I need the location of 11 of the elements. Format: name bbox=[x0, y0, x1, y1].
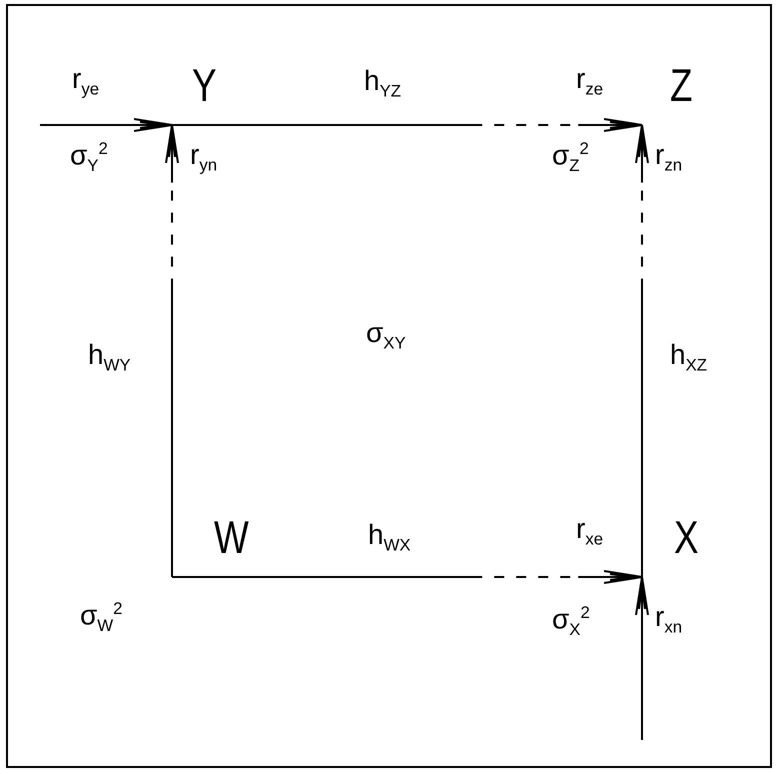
variable-label: r$_{xn}$ bbox=[655, 602, 682, 639]
variable-label: σ$_{XY}$ bbox=[366, 318, 406, 355]
point-letter: W bbox=[214, 514, 249, 560]
point-letter: Z bbox=[670, 62, 692, 108]
variable-label: r$_{zn}$ bbox=[655, 140, 682, 177]
point-letter: Y bbox=[192, 62, 217, 108]
variable-label: r$_{ze}$ bbox=[576, 64, 604, 101]
variable-label: r$_{yn}$ bbox=[190, 140, 218, 177]
variable-label: r$_{ye}$ bbox=[72, 64, 100, 101]
variable-label: r$_{xe}$ bbox=[576, 514, 604, 551]
point-letter: X bbox=[674, 514, 699, 560]
